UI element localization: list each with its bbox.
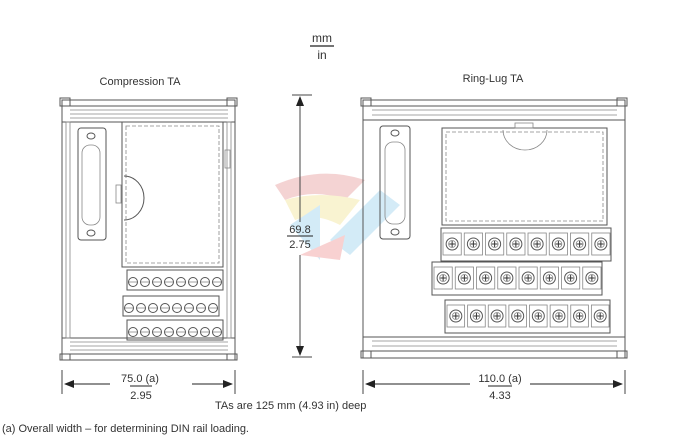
terminal-screw-icon [164,277,174,287]
terminal-screw-icon [445,237,459,251]
terminal-screw-icon [552,309,566,323]
terminal-screw-icon [188,327,198,337]
terminal-screw-icon [488,237,502,251]
watermark-logo [275,173,400,260]
terminal-screw-icon [479,271,493,285]
depth-note: TAs are 125 mm (4.93 in) deep [215,400,366,412]
terminal-screw-icon [128,277,138,287]
terminal-screw-icon [176,327,186,337]
terminal-screw-icon [152,277,162,287]
compression-width-mm: 75.0 (a) [121,373,159,385]
terminal-screw-icon [160,303,170,313]
compression-ta-drawing [59,97,238,361]
terminal-screw-icon [212,327,222,337]
terminal-screw-icon [573,237,587,251]
compression-terminal-row [122,295,220,317]
terminal-screw-icon [212,277,222,287]
ringlug-width-mm: 110.0 (a) [478,373,521,385]
compression-ta-title: Compression TA [100,76,182,88]
terminal-screw-icon [490,309,504,323]
terminal-screw-icon [196,303,206,313]
height-in: 2.75 [289,239,310,251]
terminal-screw-icon [457,271,471,285]
terminal-screw-icon [500,271,514,285]
terminal-screw-icon [530,237,544,251]
terminal-screw-icon [140,327,150,337]
terminal-screw-icon [466,237,480,251]
ringlug-width-in: 4.33 [489,390,510,402]
terminal-screw-icon [564,271,578,285]
units-mm: mm [312,31,332,45]
terminal-screw-icon [509,237,523,251]
terminal-screw-icon [436,271,450,285]
ringlug-ta-drawing [360,97,628,359]
ringlug-terminal-row [444,299,611,334]
terminal-screw-icon [188,277,198,287]
compression-width-in: 2.95 [130,390,151,402]
footnote: (a) Overall width – for determining DIN … [2,423,249,435]
terminal-screw-icon [208,303,218,313]
terminal-screw-icon [152,327,162,337]
ringlug-terminal-row [440,227,612,262]
terminal-screw-icon [140,277,150,287]
terminal-screw-icon [200,327,210,337]
terminal-screw-icon [176,277,186,287]
height-dimension: 69.8 2.75 [287,94,313,358]
terminal-screw-icon [573,309,587,323]
terminal-screw-icon [521,271,535,285]
terminal-screw-icon [585,271,599,285]
terminal-screw-icon [124,303,134,313]
height-mm: 69.8 [289,224,310,236]
compression-width-dimension: 75.0 (a) 2.95 [61,370,236,402]
compression-terminal-row [126,319,224,341]
ringlug-width-dimension: 110.0 (a) 4.33 [362,370,626,402]
terminal-screw-icon [531,309,545,323]
terminal-screw-icon [172,303,182,313]
compression-terminal-row [126,269,224,291]
terminal-screw-icon [136,303,146,313]
units-in: in [317,48,326,62]
terminal-screw-icon [449,309,463,323]
terminal-screw-icon [148,303,158,313]
terminal-screw-icon [128,327,138,337]
terminal-screw-icon [594,237,608,251]
terminal-screw-icon [551,237,565,251]
terminal-screw-icon [200,277,210,287]
terminal-screw-icon [542,271,556,285]
ringlug-ta-title: Ring-Lug TA [463,73,524,85]
terminal-screw-icon [469,309,483,323]
terminal-screw-icon [511,309,525,323]
terminal-screw-icon [164,327,174,337]
terminal-screw-icon [593,309,607,323]
ringlug-terminal-row [431,261,603,296]
terminal-screw-icon [184,303,194,313]
